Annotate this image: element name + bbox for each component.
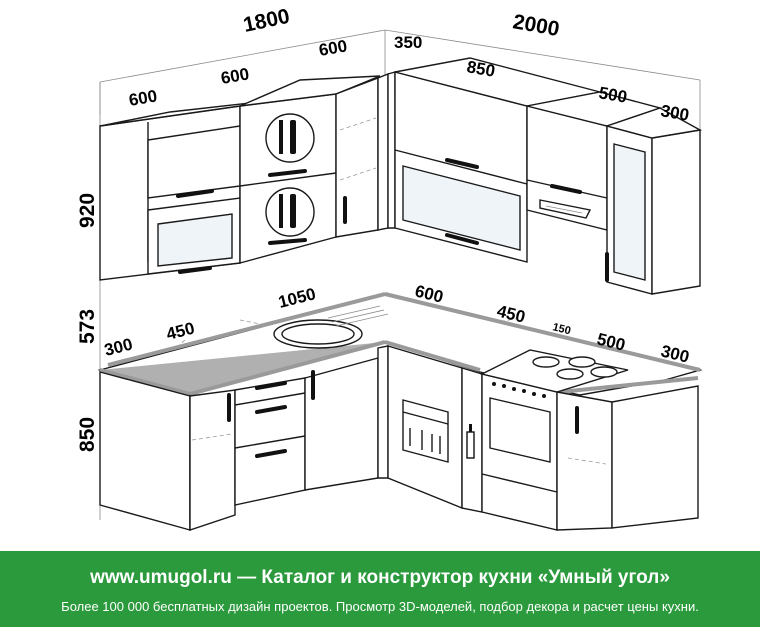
dim-upper-right-1: 850: [465, 57, 496, 81]
promo-banner: www.umugol.ru — Каталог и конструктор ку…: [0, 551, 760, 627]
dim-height-upper: 920: [76, 193, 99, 228]
base-cabinet-left-2: [189, 389, 236, 531]
upper-cabinet-left-2: [239, 75, 381, 264]
sink-icon: [273, 305, 389, 349]
handle-icon: [178, 266, 212, 274]
base-cabinet-right-corner: [377, 345, 389, 479]
handle-icon: [255, 381, 287, 390]
handle-icon: [445, 233, 479, 245]
upper-cabinet-right-corner: [387, 71, 396, 229]
dim-height-gap: 573: [76, 309, 99, 344]
stove-oven: [479, 349, 629, 531]
handle-icon: [445, 158, 479, 169]
dim-upper-left-corner: 600: [317, 36, 348, 60]
dim-upper-right-corner: 350: [394, 33, 422, 52]
upper-cabinet-left-1: [99, 97, 296, 281]
dim-upper-left-1: 600: [127, 86, 158, 110]
dim-top-left-total: 1800: [241, 5, 291, 37]
dim-height-base: 850: [76, 417, 99, 452]
kitchen-drawing: 1800 2000 600 600 600 350 850 500 300 92…: [76, 5, 703, 531]
banner-subtitle: Более 100 000 бесплатных дизайн проектов…: [61, 599, 699, 614]
upper-cabinet-right-2-hood: [526, 91, 663, 231]
dim-upper-right-2: 500: [597, 83, 628, 107]
upper-cabinet-left-corner: [335, 72, 389, 238]
base-cabinet-left-drawers: [234, 377, 306, 506]
base-cabinet-left-1: [99, 371, 191, 531]
upper-cabinet-right-3-glass: [604, 107, 703, 295]
handle-icon: [268, 169, 307, 177]
handle-icon: [255, 405, 287, 414]
oven-knobs-icon: [492, 382, 546, 398]
tableware-icon: [265, 187, 315, 237]
tableware-icon: [265, 113, 315, 163]
range-hood-icon: [539, 199, 592, 219]
handle-icon: [176, 189, 214, 198]
base-cabinet-right-end: [556, 385, 699, 531]
handle-icon: [268, 238, 307, 245]
dim-upper-right-3: 300: [659, 101, 690, 125]
dim-base-left-2: 450: [164, 319, 196, 344]
dim-base-left-1: 300: [102, 335, 134, 360]
dim-top-right-total: 2000: [511, 10, 561, 41]
handle-icon: [550, 184, 582, 194]
banner-title[interactable]: www.umugol.ru — Каталог и конструктор ку…: [90, 567, 670, 588]
dishwasher-icon: [402, 399, 449, 463]
dim-base-right-3: 150: [551, 321, 572, 337]
dim-base-left-3: 1050: [276, 284, 317, 312]
handle-icon: [255, 449, 287, 458]
dishwasher-cabinet: [387, 345, 463, 510]
base-cabinet-left-corner: [304, 357, 379, 491]
dim-upper-left-2: 600: [219, 64, 250, 88]
bottle-icon: [466, 424, 475, 459]
base-cabinet-right-2: [461, 367, 483, 513]
burners-icon: [532, 356, 618, 380]
